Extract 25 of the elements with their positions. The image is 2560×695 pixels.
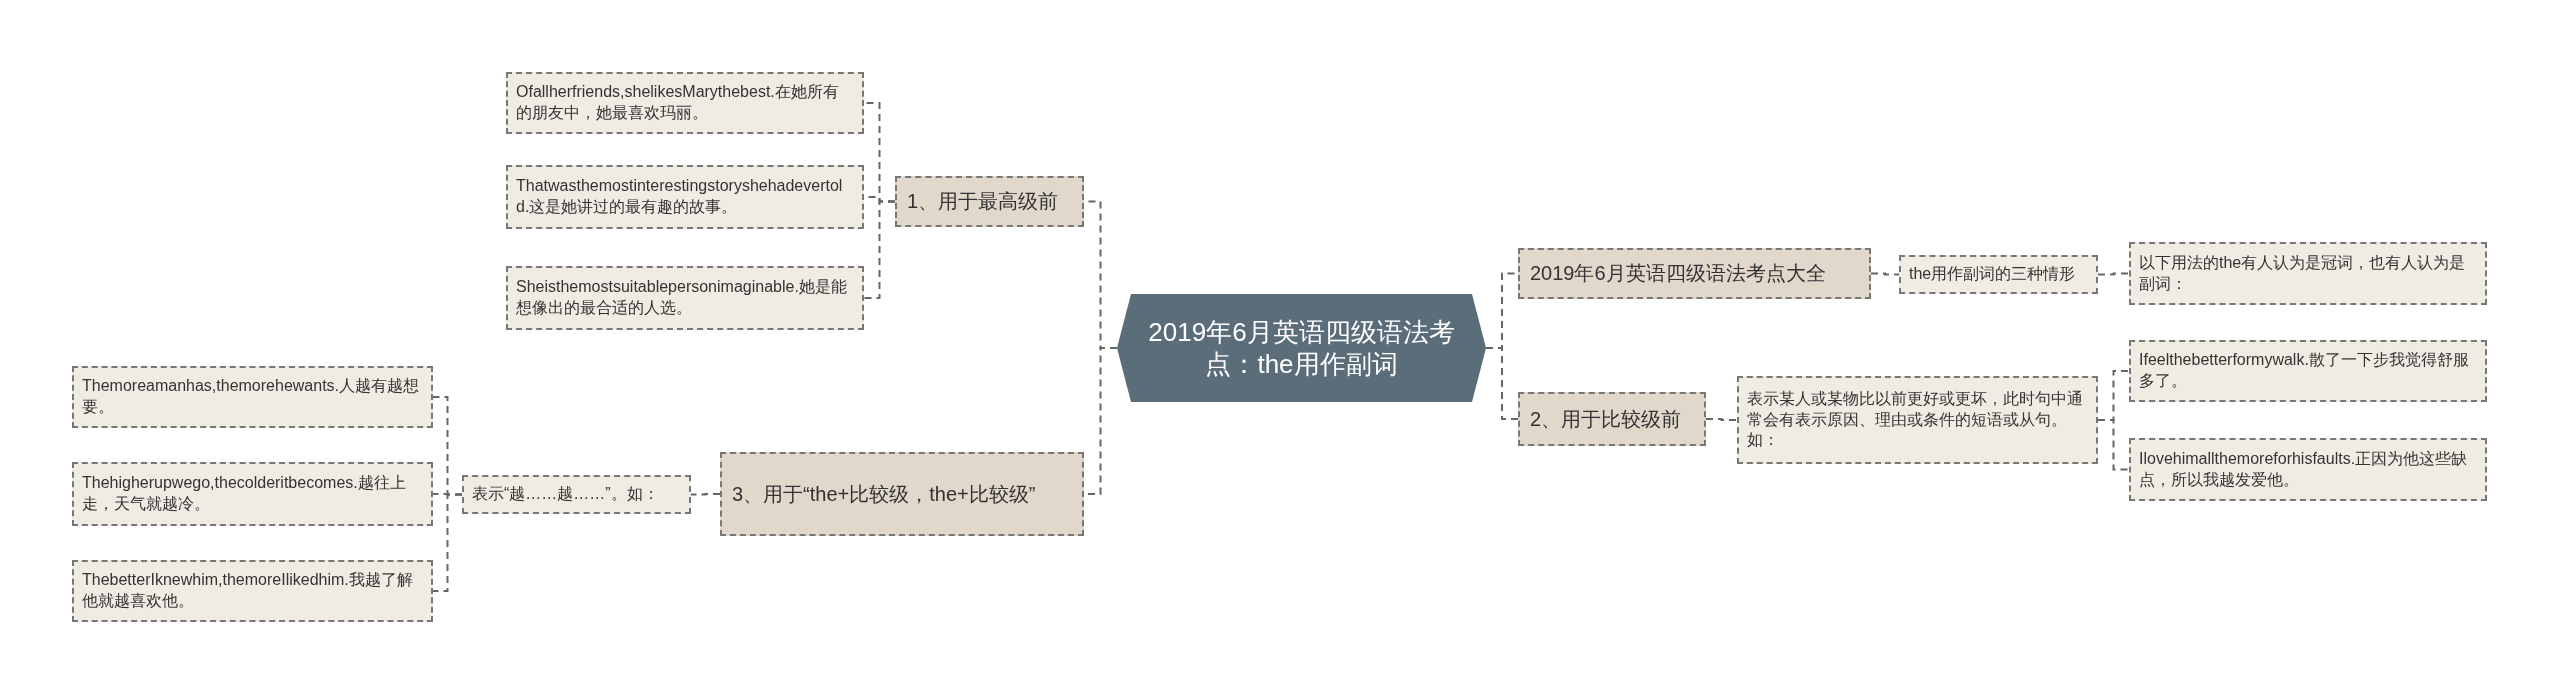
- connector-line: [432, 493, 463, 592]
- connector-line: [690, 493, 721, 496]
- note-box: Ilovehimallthemoreforhisfaults.正因为他这些缺点，所以我越发爱他。: [2129, 438, 2487, 501]
- note-box: 表示“越……越……”。如：: [462, 475, 691, 514]
- central-topic: 2019年6月英语四级语法考点：the用作副词: [1117, 294, 1486, 402]
- note-box: the用作副词的三种情形: [1899, 255, 2098, 294]
- note-box: Ifeelthebetterformywalk.散了一下步我觉得舒服多了。: [2129, 340, 2487, 402]
- topic-box: 2019年6月英语四级语法考点大全: [1518, 248, 1871, 299]
- note-box: Thatwasthemostinterestingstoryshehadevertold.这是她讲过的最有趣的故事。: [506, 165, 864, 229]
- topic-box: 3、用于“the+比较级，the+比较级”: [720, 452, 1084, 536]
- note-box: 表示某人或某物比以前更好或更坏，此时句中通常会有表示原因、理由或条件的短语或从句。如：: [1737, 376, 2098, 464]
- note-box: ThebetterIknewhim,themoreIlikedhim.我越了解他就越喜欢他。: [72, 560, 433, 622]
- note-box: Sheisthemostsuitablepersonimaginable.她是能想像出的最合适的人选。: [506, 266, 864, 330]
- connector-line: [2097, 272, 2130, 276]
- note-box: Thehigherupwego,thecolderitbecomes.越往上走，天气就越冷。: [72, 462, 433, 526]
- connector-line: [1485, 347, 1519, 420]
- note-box: Ofallherfriends,shelikesMarythebest.在她所有的朋友中，她最喜欢玛丽。: [506, 72, 864, 134]
- connector-line: [1870, 272, 1900, 276]
- connector-line: [2097, 419, 2130, 471]
- topic-box: 1、用于最高级前: [895, 176, 1084, 227]
- topic-box: 2、用于比较级前: [1518, 392, 1706, 446]
- connector-line: [863, 200, 896, 299]
- note-box: Themoreamanhas,themorehewants.人越有越想要。: [72, 366, 433, 428]
- connector-line: [1705, 418, 1738, 421]
- note-box: 以下用法的the有人认为是冠词，也有人认为是副词：: [2129, 242, 2487, 305]
